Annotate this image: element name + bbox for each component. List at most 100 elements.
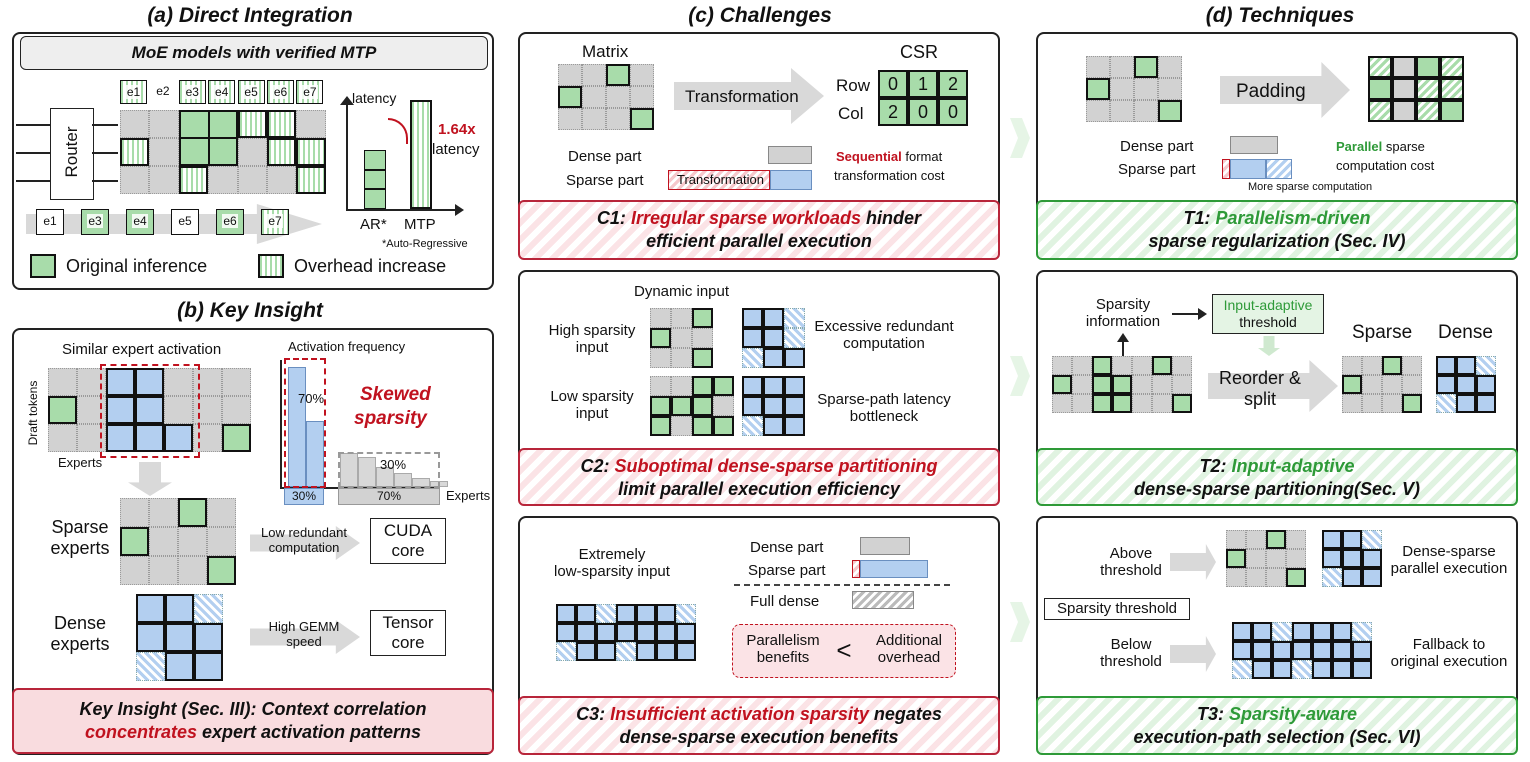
x-axis-arrowhead	[455, 204, 464, 216]
t1-padding-bar	[1266, 159, 1292, 179]
ar-bar	[364, 150, 386, 209]
pct-top-blue: 70%	[298, 391, 325, 406]
sparse-matrix-grid	[558, 64, 654, 130]
pct-bottom-blue: 30%	[284, 488, 324, 505]
router-input-arrow	[16, 124, 50, 126]
dense-label: Dense	[1438, 322, 1493, 343]
sparse-experts-grid	[120, 498, 236, 585]
dynamic-input-label: Dynamic input	[634, 283, 730, 300]
speedup-label: latency	[432, 141, 480, 158]
high-sparsity-grid	[650, 308, 713, 368]
transformation-label: Transformation	[685, 87, 799, 106]
challenge-1-title: C1: Irregular sparse workloads hinder ef…	[518, 200, 1000, 260]
low-sparsity-grid	[650, 376, 734, 436]
column-arrow	[1010, 602, 1030, 642]
t1-dense-bar	[1230, 136, 1278, 154]
c3-sparse-part-label: Sparse part	[748, 562, 826, 579]
sparsity-label: sparsity	[354, 408, 427, 429]
low-sparsity-bottleneck-grid	[742, 376, 805, 436]
full-dense-label: Full dense	[750, 593, 820, 610]
parallel-sparse-label: Parallel sparse	[1336, 139, 1425, 154]
c3-transform-bar	[852, 560, 860, 578]
hist-x-label: Experts	[446, 488, 491, 503]
ar-bar-label: AR*	[360, 216, 387, 233]
router-output-arrow	[92, 180, 118, 182]
t2-dense-grid	[1436, 356, 1496, 413]
sequential-format-label: Sequential format	[836, 149, 943, 164]
mtp-bar-label: MTP	[404, 216, 436, 233]
legend-original-label: Original inference	[66, 256, 208, 276]
router-label: Router	[62, 126, 81, 178]
expert-seq-e3: e3	[81, 209, 109, 235]
low-sparsity-dense-grid	[556, 604, 696, 661]
challenge-2-title: C2: Suboptimal dense-sparse partitioning…	[518, 448, 1000, 506]
header-key-insight: (b) Key Insight	[177, 299, 323, 322]
high-sparsity-redundant-grid	[742, 308, 805, 368]
challenge-3-title: C3: Insufficient activation sparsity neg…	[518, 696, 1000, 755]
router-input-arrow	[16, 152, 50, 154]
t1-sparse-bar	[1230, 159, 1266, 179]
t1-sparse-grid	[1086, 56, 1182, 122]
t3-full-dense-grid	[1232, 622, 1372, 679]
cold-experts-highlight	[338, 452, 440, 488]
c3-sparse-bar	[860, 560, 928, 578]
moe-banner: MoE models with verified MTP	[20, 36, 488, 70]
technique-3-title: T3: Sparsity-aware execution-path select…	[1036, 696, 1518, 755]
col-label: Col	[838, 104, 864, 123]
info-arrow	[1172, 313, 1200, 315]
key-insight-box: Key Insight (Sec. III): Context correlat…	[12, 688, 494, 754]
reorder-split-label: Reorder &split	[1218, 368, 1302, 409]
expert-label-e3: e3	[178, 80, 206, 104]
similar-activation-label: Similar expert activation	[62, 341, 222, 358]
tradeoff-box	[732, 624, 956, 678]
grid-divider	[179, 137, 238, 139]
hot-experts-highlight	[284, 358, 326, 488]
transformation-bar-label: Transformation	[677, 172, 764, 187]
c3-dense-bar	[860, 537, 910, 555]
similar-activation-highlight	[100, 364, 200, 458]
activation-histogram	[284, 360, 448, 487]
sparse-part-label: Sparse part	[566, 172, 644, 189]
padding-label: Padding	[1236, 81, 1306, 102]
expert-label-e4: e4	[208, 80, 236, 104]
expert-seq-e5: e5	[171, 209, 199, 235]
latency-x-axis	[346, 209, 458, 211]
info-arrowhead	[1198, 308, 1207, 320]
router-output-arrow	[92, 124, 118, 126]
expert-label-e1: e1	[120, 80, 147, 104]
experts-axis-label: Experts	[58, 455, 103, 470]
header-challenges: (c) Challenges	[688, 4, 832, 27]
info-up-arrowhead	[1117, 333, 1129, 342]
legend-original-swatch	[30, 254, 56, 278]
expert-seq-e6: e6	[216, 209, 244, 235]
router-box: Router	[50, 108, 94, 200]
row-label: Row	[836, 76, 871, 95]
csr-table: 0 1 2 2 0 0	[878, 70, 968, 126]
sparsity-threshold-box: Sparsity threshold	[1044, 598, 1190, 620]
t1-padded-grid	[1368, 56, 1464, 122]
dense-part-bar	[768, 146, 812, 164]
router-output-arrow	[92, 152, 118, 154]
expert-label-e5: e5	[237, 80, 265, 104]
dense-part-label: Dense part	[568, 148, 642, 165]
legend-overhead-swatch	[258, 254, 284, 278]
column-arrow	[1010, 356, 1030, 396]
header-direct-integration: (a) Direct Integration	[147, 4, 353, 27]
expert-label-e2: e2	[149, 80, 177, 104]
computation-cost-label: computation cost	[1336, 158, 1435, 173]
